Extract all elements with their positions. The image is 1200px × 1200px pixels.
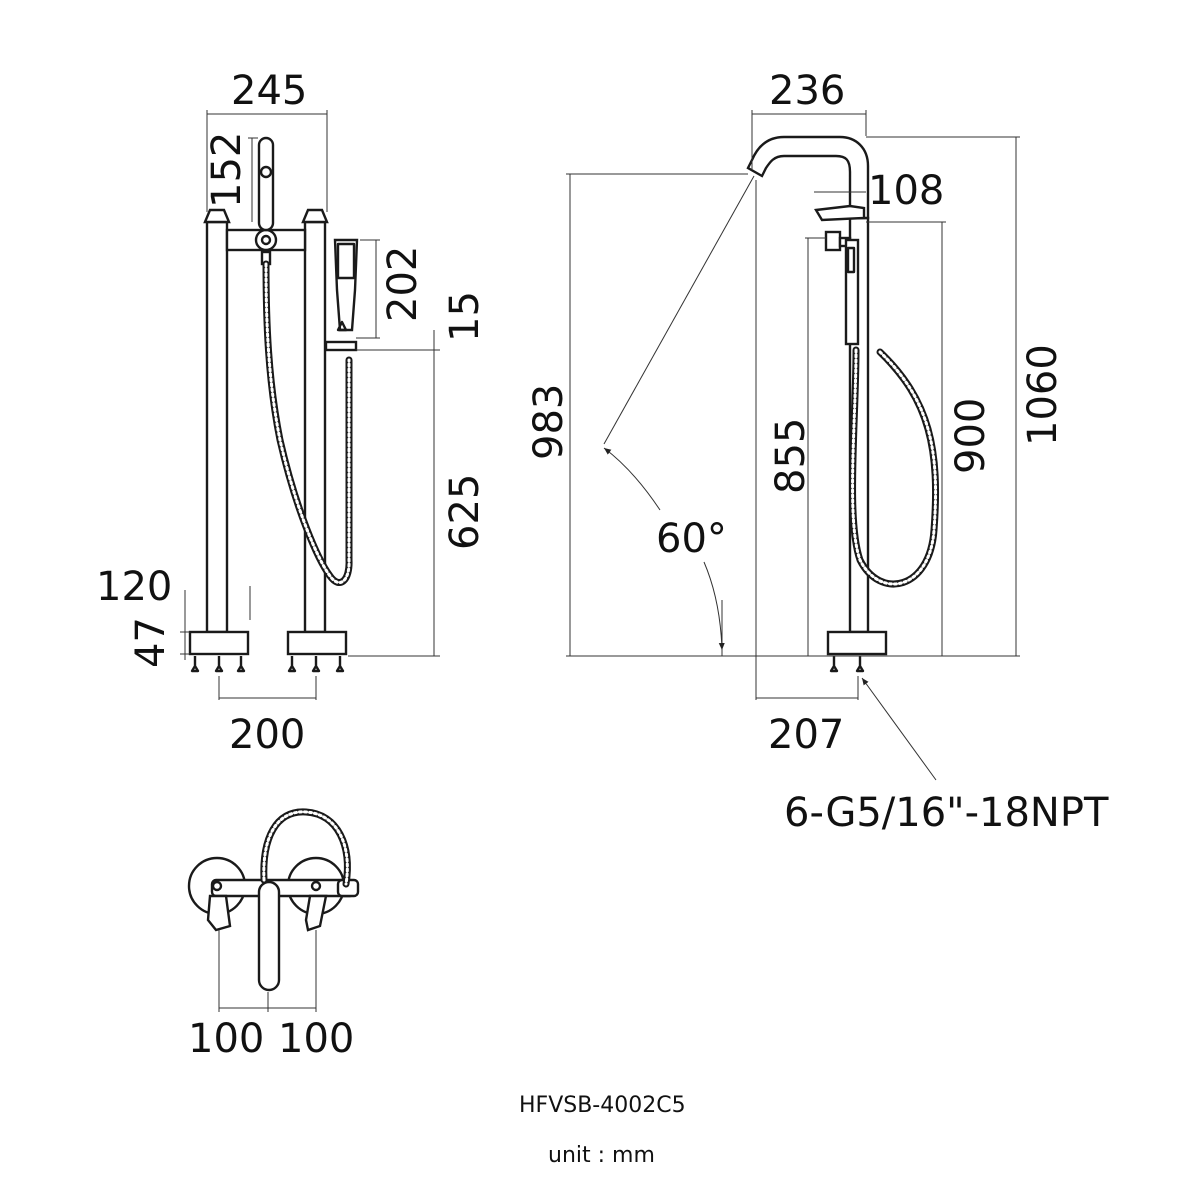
model-number: HFVSB-4002C5	[519, 1093, 686, 1118]
front-hand-shower	[333, 238, 359, 332]
dim-holder-top-height: 900	[948, 398, 994, 474]
left-pillar	[205, 220, 229, 634]
dim-holder-height: 625	[442, 474, 488, 550]
dim-spray-angle: 60°	[656, 516, 727, 562]
left-handle-cap	[203, 208, 231, 224]
right-base	[286, 630, 348, 656]
dim-handshower-length: 202	[380, 246, 426, 322]
dim-leg-spacing: 120	[96, 564, 172, 610]
side-handle	[814, 204, 866, 222]
center-valve	[254, 228, 278, 252]
dim-base-height: 47	[128, 617, 174, 668]
top-spout	[257, 880, 281, 992]
dim-handle-height: 855	[768, 418, 814, 494]
front-spout	[257, 136, 275, 232]
right-top-handle	[304, 894, 328, 932]
dim-handle-offset: 108	[868, 168, 944, 214]
right-pillar	[303, 220, 327, 634]
side-view: 236 108 983 855 900 1060 60° 207 6-G5/16…	[526, 68, 1109, 836]
connection-spec: 6-G5/16"-18NPT	[784, 790, 1109, 836]
left-base	[188, 630, 250, 656]
dim-inlet-spacing: 200	[229, 712, 305, 758]
left-top-handle	[206, 894, 232, 932]
dim-holder-gap: 15	[442, 291, 488, 342]
dim-spout-outlet-height: 983	[526, 384, 572, 460]
dim-left-spacing: 100	[188, 1016, 264, 1062]
dim-base-depth: 207	[768, 712, 844, 758]
top-view: 100 100	[187, 808, 360, 1062]
dim-overall-height: 1060	[1020, 344, 1066, 446]
front-view: 245 152 202 15 625 120 47 200	[96, 68, 488, 758]
side-base	[826, 630, 888, 656]
right-handle-cap	[301, 208, 329, 224]
top-bar	[210, 878, 356, 898]
dim-spout-reach: 236	[769, 68, 845, 114]
dim-right-spacing: 100	[278, 1016, 354, 1062]
unit-note: unit : mm	[548, 1143, 655, 1168]
dim-overall-width: 245	[231, 68, 307, 114]
front-shower-holder	[324, 340, 358, 352]
dim-spout-height: 152	[204, 132, 250, 208]
side-holder-bracket	[824, 230, 842, 252]
